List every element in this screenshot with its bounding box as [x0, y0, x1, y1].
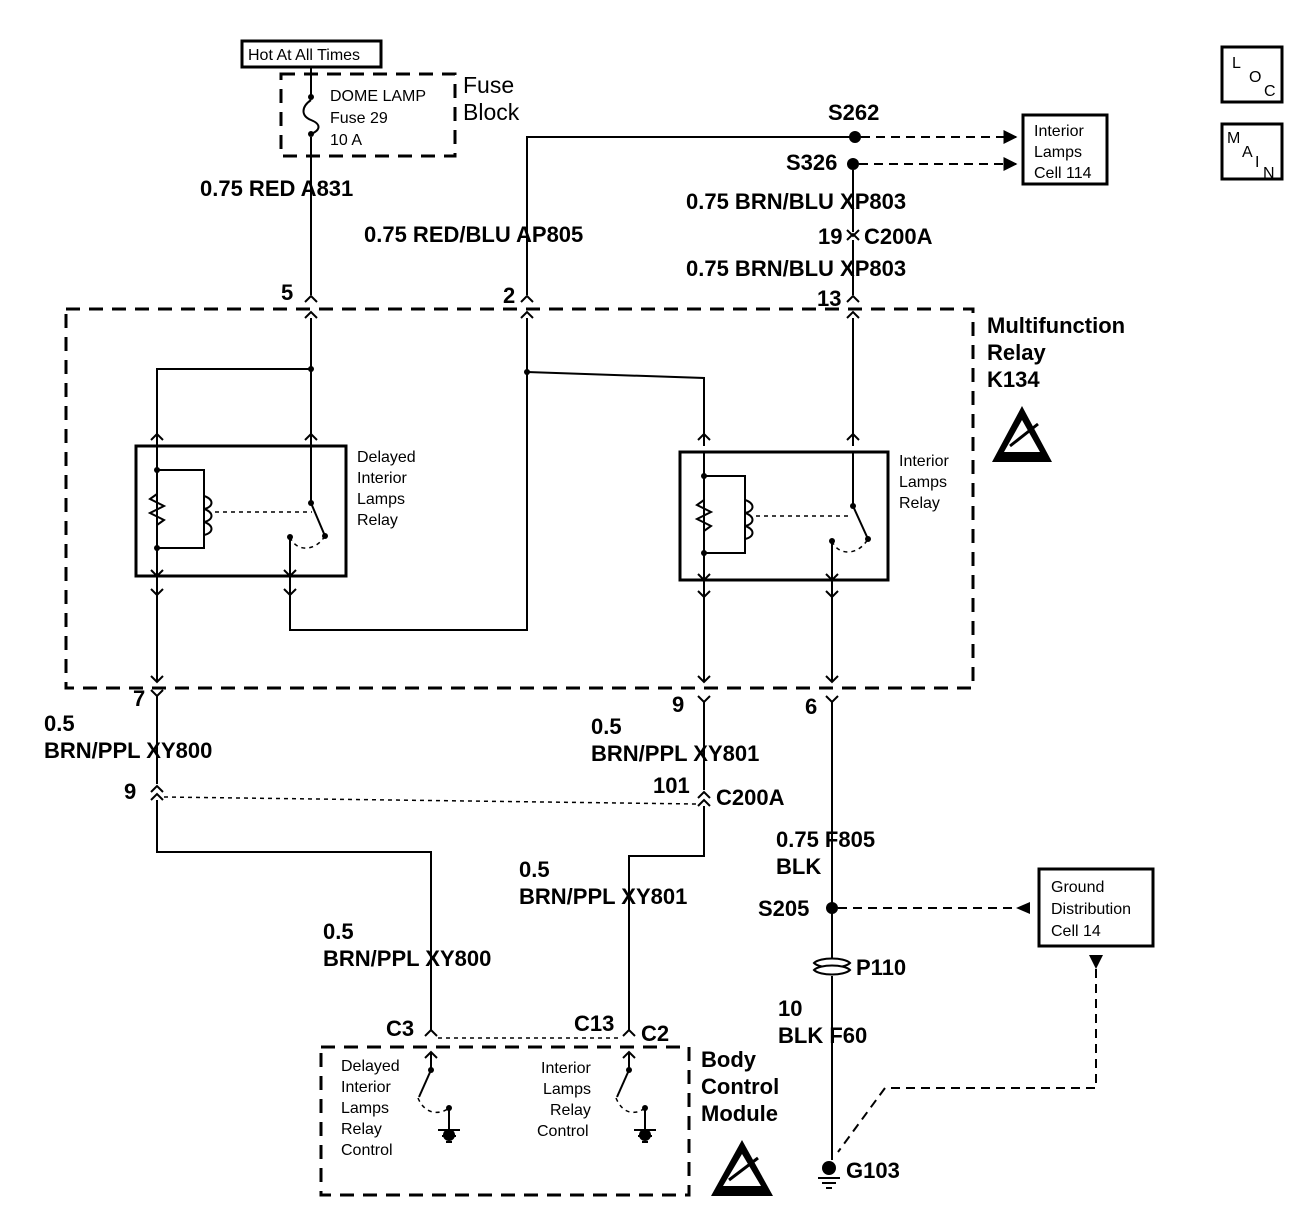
pin-5-label: 5 — [281, 280, 293, 305]
hot-at-all-times-label: Hot At All Times — [240, 39, 383, 69]
bcm-label-1: Body — [701, 1047, 757, 1072]
svg-text:Hot At All Times: Hot At All Times — [248, 47, 360, 64]
bcm-interior-label-1: Interior — [541, 1060, 591, 1077]
wire-xy801-name: BRN/PPL XY801 — [591, 741, 759, 766]
connector-p110-label: P110 — [856, 955, 906, 980]
svg-text:M: M — [1227, 130, 1240, 147]
interior-lamps-relay-control-switch — [615, 1050, 656, 1143]
pin-9-label: 9 — [672, 692, 684, 717]
ground-g103-icon — [818, 1161, 840, 1189]
svg-text:Ground: Ground — [1051, 879, 1104, 896]
svg-text:Distribution: Distribution — [1051, 901, 1131, 918]
bcm-interior-label-3: Relay — [550, 1102, 591, 1119]
fuse-number-label: Fuse 29 — [330, 110, 388, 127]
svg-text:Cell 14: Cell 14 — [1051, 923, 1101, 940]
wire-xy800-lower-name: BRN/PPL XY800 — [323, 946, 491, 971]
splice-s326 — [847, 158, 859, 170]
delayed-relay-label-4: Relay — [357, 512, 398, 529]
pin-7-label: 7 — [133, 686, 145, 711]
delayed-interior-lamps-relay — [134, 444, 348, 578]
connector-c200a-bottom-label: C200A — [716, 785, 785, 810]
interior-lamps-relay — [678, 450, 890, 582]
relay-module-label-1: Multifunction — [987, 313, 1125, 338]
bcm-interior-label-2: Lamps — [543, 1081, 591, 1098]
wire-xp803-top-label: 0.75 BRN/BLU XP803 — [686, 189, 906, 214]
connector-101-label: 101 — [653, 773, 690, 798]
wire-xy800-lower-gauge: 0.5 — [323, 919, 354, 944]
bcm-delayed-label-5: Control — [341, 1142, 393, 1159]
esd-warning-icon — [992, 406, 1052, 462]
wire-ap805-label: 0.75 RED/BLU AP805 — [364, 222, 583, 247]
relay-module-label-2: Relay — [987, 340, 1046, 365]
svg-text:Interior: Interior — [1034, 123, 1084, 140]
main-button[interactable]: M A I N — [1220, 122, 1284, 182]
svg-text:C: C — [1264, 83, 1276, 100]
connector-c13-label: C13 — [574, 1011, 614, 1036]
wire-ap805 — [526, 136, 855, 295]
bcm-delayed-label-4: Relay — [341, 1121, 382, 1138]
bcm-label-2: Control — [701, 1074, 779, 1099]
dome-lamp-fuse — [302, 74, 320, 156]
interior-relay-label-2: Lamps — [899, 474, 947, 491]
wire-xy800-gauge: 0.5 — [44, 711, 75, 736]
wire-f60-label-2: BLK F60 — [778, 1023, 867, 1048]
bcm-interior-label-4: Control — [537, 1123, 589, 1140]
relay-module-label-3: K134 — [987, 367, 1040, 392]
connector-c3-label: C3 — [386, 1016, 414, 1041]
pin-2-label: 2 — [503, 283, 515, 308]
interior-lamps-reference[interactable]: Interior Lamps Cell 114 — [1021, 113, 1109, 186]
ground-g103-label: G103 — [846, 1158, 900, 1183]
interior-relay-label-1: Interior — [899, 453, 949, 470]
svg-text:N: N — [1263, 165, 1275, 182]
splice-s326-label: S326 — [786, 150, 837, 175]
wire-a831-label: 0.75 RED A831 — [200, 176, 353, 201]
delayed-relay-label-3: Lamps — [357, 491, 405, 508]
pin-6-label: 6 — [805, 694, 817, 719]
connector-c2-label: C2 — [641, 1021, 669, 1046]
wire-xy801-lower-name: BRN/PPL XY801 — [519, 884, 687, 909]
wire-f805-label-2: BLK — [776, 854, 821, 879]
esd-warning-icon-bcm — [711, 1140, 773, 1196]
body-control-module-outline — [319, 1045, 691, 1197]
svg-text:I: I — [1255, 154, 1259, 171]
fuse-name-label: DOME LAMP — [330, 88, 426, 105]
delayed-interior-lamps-relay-control-switch — [417, 1050, 460, 1143]
bcm-delayed-label-1: Delayed — [341, 1058, 400, 1075]
wire-xy801-gauge: 0.5 — [591, 714, 622, 739]
splice-s205 — [826, 902, 838, 914]
connector-c200a-top-label: C200A — [864, 224, 933, 249]
pin-13-label: 13 — [817, 286, 841, 311]
wire-f60-label-1: 10 — [778, 996, 802, 1021]
svg-text:Cell 114: Cell 114 — [1034, 165, 1092, 182]
wire-xy801-lower-gauge: 0.5 — [519, 857, 550, 882]
fuse-rating-label: 10 A — [330, 132, 362, 149]
svg-text:L: L — [1232, 55, 1241, 72]
svg-text:A: A — [1242, 144, 1253, 161]
svg-text:Lamps: Lamps — [1034, 144, 1082, 161]
svg-text:O: O — [1249, 69, 1261, 86]
bcm-delayed-label-2: Interior — [341, 1079, 391, 1096]
splice-s262-label: S262 — [828, 100, 879, 125]
splice-s205-label: S205 — [758, 896, 809, 921]
ground-distribution-reference[interactable]: Ground Distribution Cell 14 — [1037, 867, 1155, 948]
wire-xy800-name: BRN/PPL XY800 — [44, 738, 212, 763]
fuse-block-label-1: Fuse — [463, 72, 514, 98]
delayed-relay-label-2: Interior — [357, 470, 407, 487]
wire-f805-label-1: 0.75 F805 — [776, 827, 875, 852]
multifunction-relay-outline — [64, 307, 975, 690]
splice-s262 — [849, 131, 861, 143]
interior-relay-label-3: Relay — [899, 495, 940, 512]
connector-9-label: 9 — [124, 779, 136, 804]
fuse-block-label-2: Block — [463, 99, 520, 125]
wire-xp803-bottom-label: 0.75 BRN/BLU XP803 — [686, 256, 906, 281]
bcm-delayed-label-3: Lamps — [341, 1100, 389, 1117]
connector-p110 — [812, 957, 852, 976]
bcm-label-3: Module — [701, 1101, 778, 1126]
connector-19-label: 19 — [818, 224, 842, 249]
delayed-relay-label-1: Delayed — [357, 449, 416, 466]
loc-button[interactable]: L O C — [1220, 45, 1284, 104]
fuse-block-outline — [279, 72, 457, 158]
